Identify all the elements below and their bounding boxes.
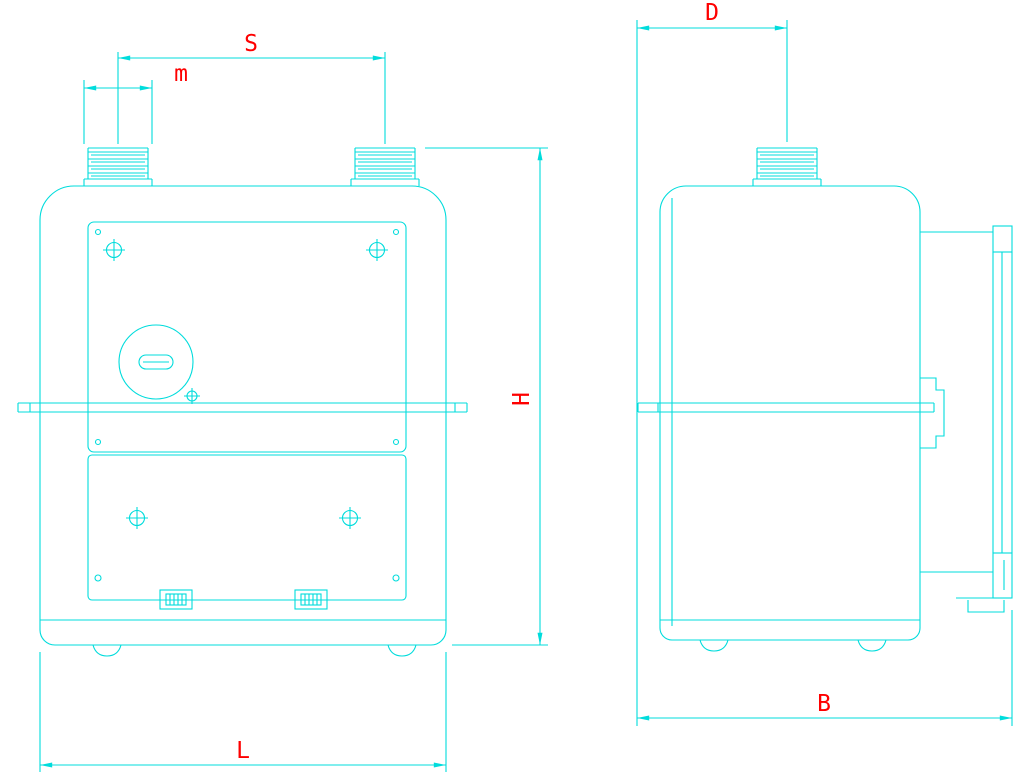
dimension-label-d: D <box>705 0 719 26</box>
register-housing <box>920 225 1013 613</box>
dimension-label-h: H <box>509 392 535 406</box>
dim-ext-lines <box>117 52 386 144</box>
housing-foot-step <box>956 597 1012 613</box>
dimension-D: D <box>636 0 788 726</box>
housing-front-band <box>992 252 1013 553</box>
inlet-pipe-thread <box>83 147 153 187</box>
drawing-linework: S m H L D <box>17 0 1013 772</box>
dim-ext-lines <box>425 147 548 646</box>
dimension-H: H <box>425 147 548 646</box>
dim-ext-lines <box>83 80 153 144</box>
housing-bottom-tab <box>992 552 1013 599</box>
panel-hole <box>392 228 400 236</box>
side-bracket-strip <box>637 402 935 413</box>
housing-mid-clip <box>920 377 945 449</box>
dimension-m: m <box>83 61 188 144</box>
dimension-label-m: m <box>174 61 188 87</box>
dial-window <box>138 354 174 370</box>
outlet-pipe-thread <box>350 147 420 187</box>
front-right-foot <box>387 644 417 657</box>
dim-ext-lines <box>39 652 447 772</box>
panel-hole <box>392 574 400 582</box>
dial-pivot-cross <box>184 388 200 404</box>
dimension-L: L <box>39 652 447 772</box>
mounting-bracket-strip <box>17 402 468 413</box>
panel-hole <box>94 574 102 582</box>
panel-screw <box>338 506 362 530</box>
panel-screw <box>365 238 389 262</box>
panel-hole <box>94 228 102 236</box>
dimension-label-s: S <box>244 31 258 57</box>
top-pipe-thread <box>752 147 822 187</box>
housing-top-tab <box>992 225 1013 253</box>
index-dial <box>118 324 200 404</box>
dimension-label-l: L <box>236 738 250 764</box>
dial-circle <box>118 324 194 400</box>
dimension-B: B <box>636 610 1013 726</box>
panel-hole <box>392 438 400 446</box>
dimension-label-b: B <box>817 691 831 717</box>
side-left-foot <box>699 639 729 652</box>
panel-screw <box>102 238 126 262</box>
panel-screw <box>125 506 149 530</box>
panel-hole <box>94 438 102 446</box>
dim-ext-lines <box>636 20 788 726</box>
upper-front-panel <box>87 221 407 453</box>
front-view <box>17 147 468 657</box>
lower-front-panel <box>87 454 407 601</box>
side-view <box>637 147 1013 652</box>
dimensions: S m H L D <box>39 0 1013 772</box>
meter-body-outline <box>39 185 447 646</box>
dimension-S: S <box>117 31 386 144</box>
front-left-foot <box>92 644 122 657</box>
side-right-foot <box>857 639 887 652</box>
side-body-outline <box>659 185 921 641</box>
